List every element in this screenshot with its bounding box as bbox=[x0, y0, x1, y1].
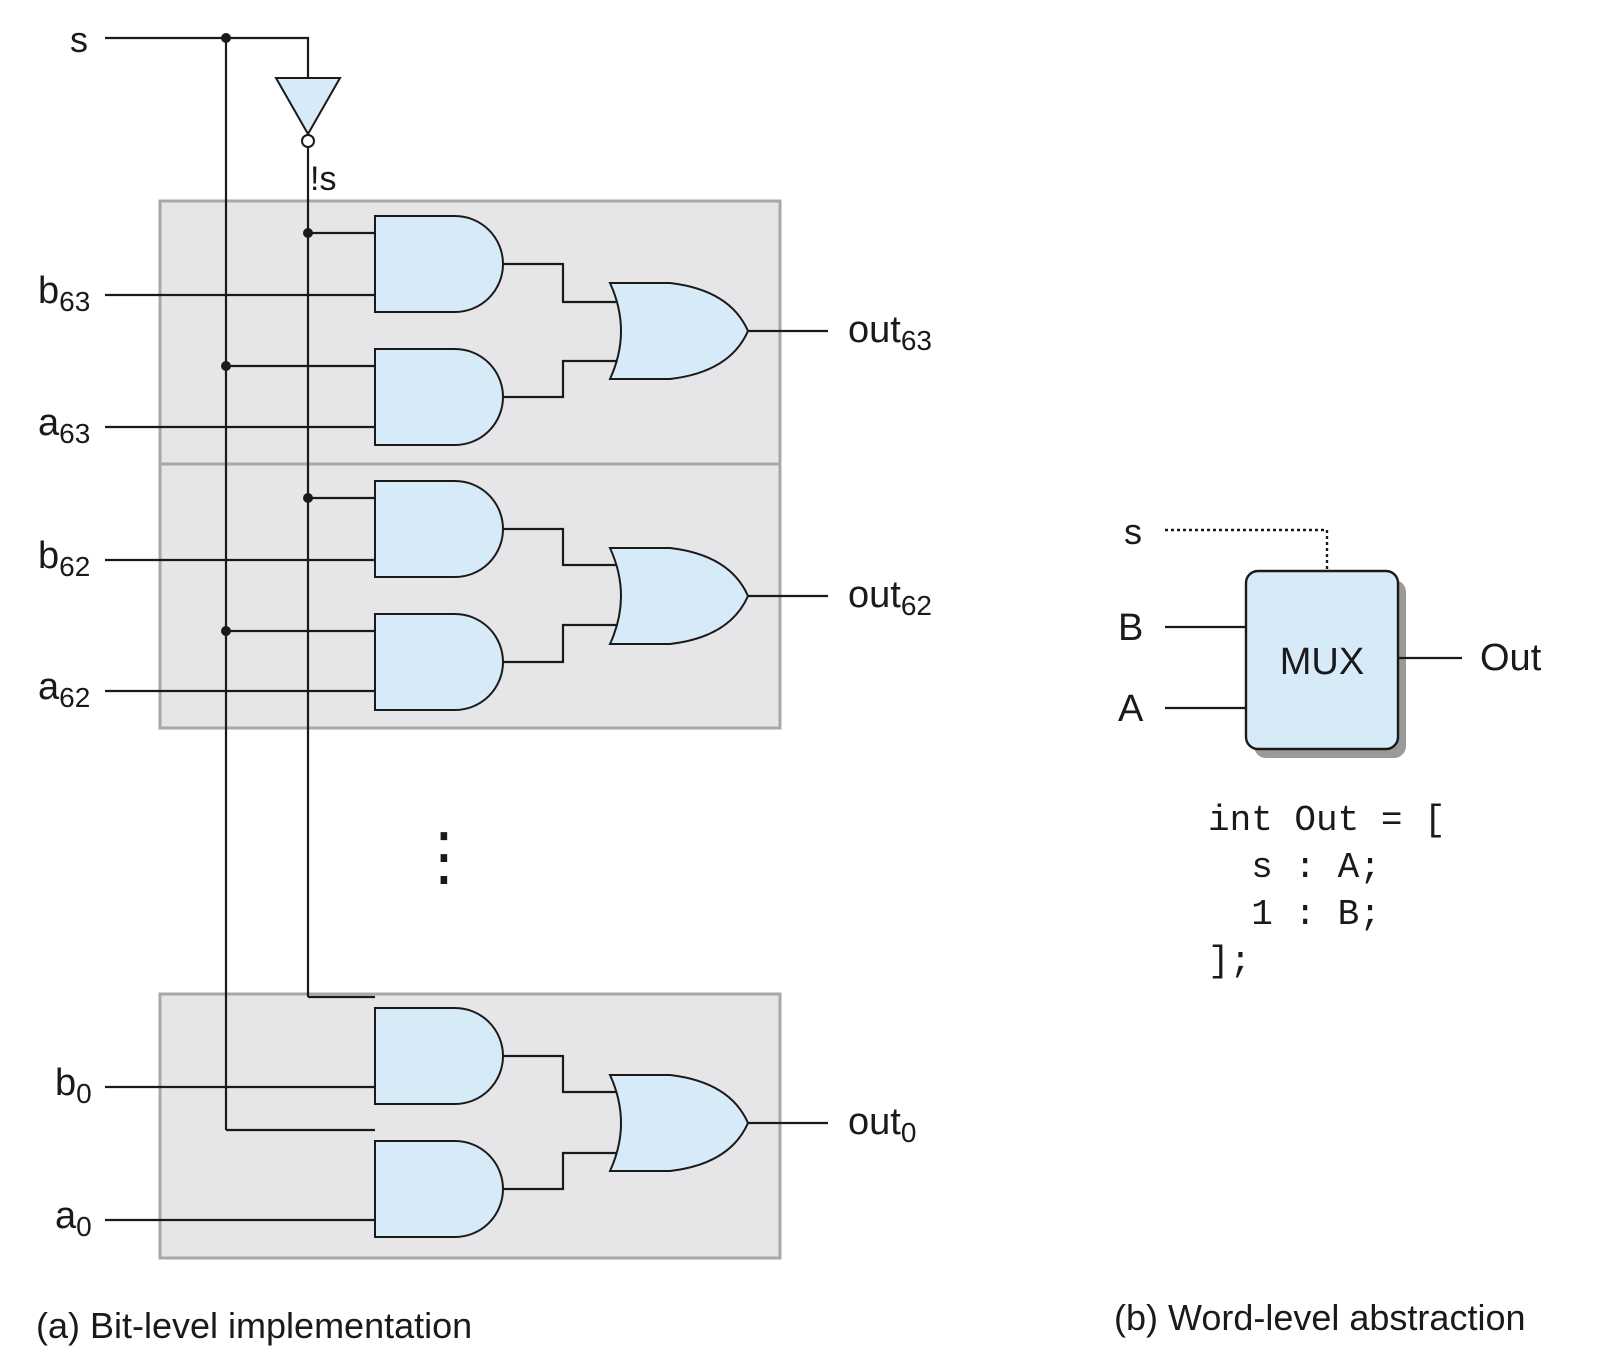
not-gate-bubble bbox=[301, 134, 315, 148]
a62-label: a62 bbox=[38, 666, 90, 713]
mux-input-a-label: A bbox=[1118, 688, 1144, 730]
junction-dot bbox=[221, 361, 231, 371]
hcl-code: int Out = [ s : A; 1 : B; ]; bbox=[1208, 800, 1446, 982]
and-gate bbox=[374, 1007, 504, 1105]
mux-input-b-label: B bbox=[1118, 607, 1143, 649]
mux-output-label: Out bbox=[1480, 637, 1542, 679]
junction-dot bbox=[303, 493, 313, 503]
code-line: int Out = [ bbox=[1208, 800, 1446, 841]
not-select-label: !s bbox=[310, 160, 336, 198]
out62-label: out62 bbox=[848, 574, 932, 621]
junction-dot bbox=[221, 626, 231, 636]
and-to-or-wire bbox=[503, 262, 616, 304]
word-level-caption: (b) Word-level abstraction bbox=[1114, 1297, 1526, 1338]
and-to-or-wire bbox=[503, 359, 616, 399]
out63-label: out63 bbox=[848, 309, 932, 356]
junction-dot bbox=[303, 228, 313, 238]
a63-label: a63 bbox=[38, 402, 90, 449]
mux-block-label: MUX bbox=[1280, 641, 1364, 683]
a0-label: a0 bbox=[55, 1195, 92, 1242]
ellipsis: ⋮ bbox=[412, 820, 476, 892]
and-to-or-wire bbox=[503, 1054, 616, 1094]
or-gate bbox=[608, 282, 750, 380]
b63-label: b63 bbox=[38, 270, 90, 317]
out0-label: out0 bbox=[848, 1101, 916, 1148]
or-gate bbox=[608, 547, 750, 645]
or-gate bbox=[608, 1074, 750, 1172]
b0-label: b0 bbox=[55, 1062, 92, 1109]
bit-level-implementation: s !s b63 a63 out63 bbox=[36, 19, 932, 1346]
code-line: ]; bbox=[1208, 941, 1251, 982]
and-gate bbox=[374, 1140, 504, 1238]
slice-0: b0 a0 out0 bbox=[55, 995, 916, 1242]
select-input-label: s bbox=[70, 19, 88, 60]
mux-block bbox=[1244, 569, 1400, 751]
slice-62: b62 a62 out62 bbox=[38, 480, 932, 713]
code-line: s : A; bbox=[1208, 847, 1381, 888]
bit-level-caption: (a) Bit-level implementation bbox=[36, 1305, 472, 1346]
and-to-or-wire bbox=[503, 623, 616, 664]
mux-select-label: s bbox=[1124, 511, 1142, 552]
word-level-abstraction: s MUX B A Out int Out = [ s : A; 1 : B; … bbox=[1114, 511, 1542, 1338]
not-gate bbox=[274, 77, 342, 137]
and-gate bbox=[374, 215, 504, 313]
select-wire bbox=[105, 36, 310, 78]
and-gate bbox=[374, 348, 504, 446]
code-line: 1 : B; bbox=[1208, 894, 1381, 935]
mux-select-wire bbox=[1165, 528, 1329, 571]
and-gate bbox=[374, 613, 504, 711]
b62-label: b62 bbox=[38, 535, 90, 582]
and-to-or-wire bbox=[503, 1151, 616, 1191]
and-gate bbox=[374, 480, 504, 578]
slice-63: b63 a63 out63 bbox=[38, 215, 932, 449]
and-to-or-wire bbox=[503, 527, 616, 567]
